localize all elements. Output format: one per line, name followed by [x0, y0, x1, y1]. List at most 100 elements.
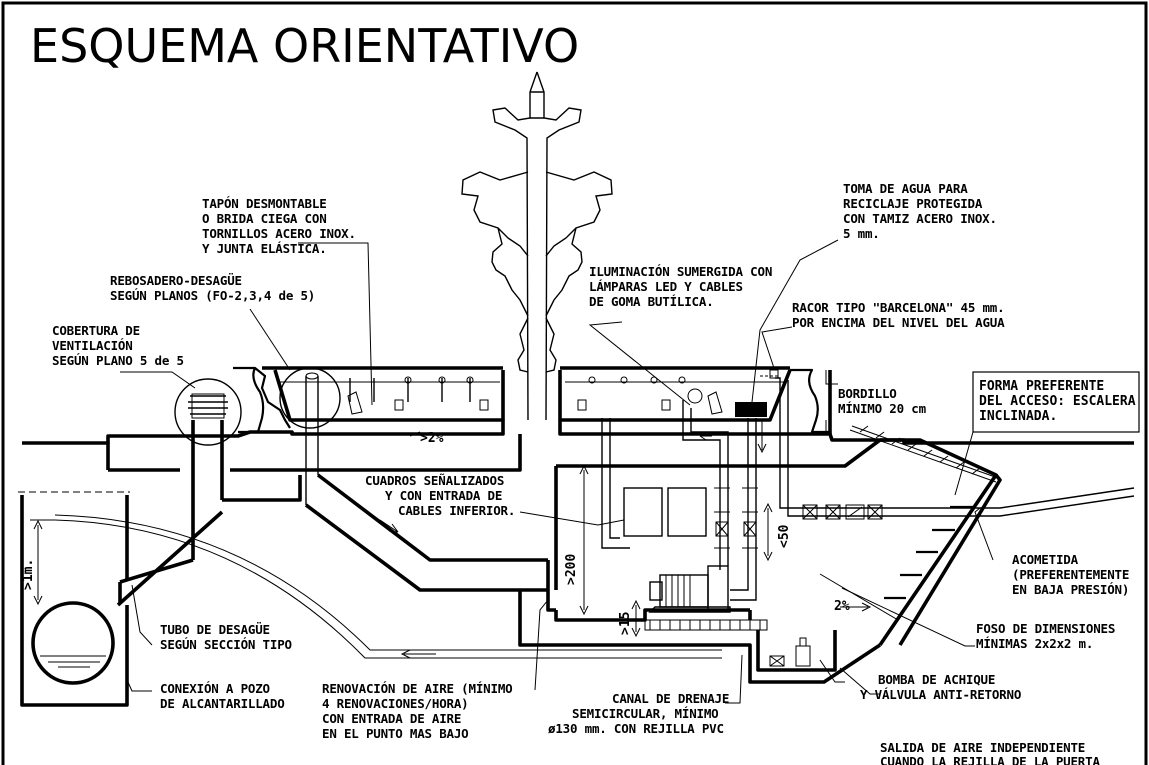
- label-toma: TOMA DE AGUA PARA RECICLAJE PROTEGIDA CO…: [843, 181, 997, 241]
- rebosadero-line-2: SEGÚN PLANOS (FO-2,3,4 de 5): [110, 288, 315, 303]
- filter-screen: [735, 402, 767, 417]
- fountain-basin: [22, 366, 1134, 472]
- label-salida: SALIDA DE AIRE INDEPENDIENTE CUANDO LA R…: [880, 740, 1101, 765]
- svg-text:TORNILLOS ACERO INOX.: TORNILLOS ACERO INOX.: [202, 226, 356, 241]
- dim-50: <50: [777, 524, 792, 548]
- svg-text:SALIDA DE AIRE INDEPENDIENTE: SALIDA DE AIRE INDEPENDIENTE: [880, 740, 1085, 755]
- svg-text:4 RENOVACIONES/HORA): 4 RENOVACIONES/HORA): [322, 696, 469, 711]
- label-acometida: ACOMETIDA (PREFERENTEMENTE EN BAJA PRESI…: [1012, 552, 1129, 597]
- svg-text:5 mm.: 5 mm.: [843, 226, 880, 241]
- svg-text:SEMICIRCULAR, MÍNIMO: SEMICIRCULAR, MÍNIMO: [572, 706, 719, 721]
- svg-text:FORMA PREFERENTE: FORMA PREFERENTE: [979, 379, 1104, 394]
- conexion-line-2: DE ALCANTARILLADO: [160, 696, 285, 711]
- svg-text:CON TAMIZ ACERO INOX.: CON TAMIZ ACERO INOX.: [843, 211, 997, 226]
- canal-line-3: ø130 mm. CON REJILLA PVC: [548, 721, 724, 736]
- acometida-line-2: (PREFERENTEMENTE: [1012, 567, 1129, 582]
- label-cuadros: CUADROS SEÑALIZADOS Y CON ENTRADA DE CAB…: [365, 473, 515, 518]
- svg-text:BOMBA DE ACHIQUE: BOMBA DE ACHIQUE: [878, 672, 995, 687]
- label-cobertura: COBERTURA DE VENTILACIÓN SEGÚN PLANO 5 d…: [52, 323, 184, 368]
- forma-line-3: INCLINADA.: [979, 409, 1057, 424]
- svg-text:ILUMINACIÓN SUMERGIDA CON: ILUMINACIÓN SUMERGIDA CON: [589, 264, 772, 279]
- cuadros-line-3: CABLES INFERIOR.: [398, 503, 515, 518]
- foso-line-2: MÍNIMAS 2x2x2 m.: [976, 636, 1093, 651]
- canal-line-2: SEMICIRCULAR, MÍNIMO: [572, 706, 719, 721]
- ventilation-assembly: [174, 367, 341, 560]
- cobertura-line-1: COBERTURA DE: [52, 323, 140, 338]
- iluminacion-line-1: ILUMINACIÓN SUMERGIDA CON: [589, 264, 772, 279]
- svg-text:MÍNIMAS 2x2x2 m.: MÍNIMAS 2x2x2 m.: [976, 636, 1093, 651]
- label-renovacion: RENOVACIÓN DE AIRE (MÍNIMO 4 RENOVACIONE…: [322, 681, 513, 741]
- svg-text:BORDILLO: BORDILLO: [838, 386, 897, 401]
- drain-grating: [644, 619, 768, 631]
- cobertura-line-3: SEGÚN PLANO 5 de 5: [52, 353, 184, 368]
- racor-line-1: RACOR TIPO "BARCELONA" 45 mm.: [792, 300, 1004, 315]
- iluminacion-line-2: LÁMPARAS LED Y CABLES: [589, 279, 743, 294]
- canal-line-1: CANAL DE DRENAJE: [612, 691, 729, 706]
- dim-200: >200: [564, 554, 579, 585]
- bordillo-line-2: MÍNIMO 20 cm: [838, 401, 927, 416]
- acometida-line-1: ACOMETIDA: [1012, 552, 1079, 567]
- drain-pipe: [116, 473, 548, 607]
- toma-line-3: CON TAMIZ ACERO INOX.: [843, 211, 997, 226]
- cuadros-line-2: Y CON ENTRADA DE: [385, 488, 502, 503]
- svg-text:SEGÚN PLANOS (FO-2,3,4 de 5): SEGÚN PLANOS (FO-2,3,4 de 5): [110, 288, 315, 303]
- svg-text:EN EL PUNTO MAS BAJO: EN EL PUNTO MAS BAJO: [322, 726, 469, 741]
- svg-text:RECICLAJE PROTEGIDA: RECICLAJE PROTEGIDA: [843, 196, 983, 211]
- dim-slope-floor: 2%: [834, 599, 850, 614]
- label-bordillo: BORDILLO MÍNIMO 20 cm: [838, 386, 927, 416]
- svg-text:CANAL DE DRENAJE: CANAL DE DRENAJE: [612, 691, 729, 706]
- tubo-line-2: SEGÚN SECCIÓN TIPO: [160, 637, 292, 652]
- renovacion-line-1: RENOVACIÓN DE AIRE (MÍNIMO: [322, 681, 512, 696]
- svg-text:CUANDO LA REJILLA DE LA PUERTA: CUANDO LA REJILLA DE LA PUERTA: [880, 754, 1100, 765]
- svg-text:TOMA DE AGUA PARA: TOMA DE AGUA PARA: [843, 181, 968, 196]
- svg-text:CABLES INFERIOR.: CABLES INFERIOR.: [398, 503, 515, 518]
- bomba-line-1: BOMBA DE ACHIQUE: [878, 672, 995, 687]
- svg-text:SEGÚN PLANO 5 de 5: SEGÚN PLANO 5 de 5: [52, 353, 184, 368]
- sewer-manhole: [18, 491, 722, 707]
- toma-line-1: TOMA DE AGUA PARA: [843, 181, 968, 196]
- label-foso: FOSO DE DIMENSIONES MÍNIMAS 2x2x2 m.: [976, 621, 1115, 651]
- svg-text:LÁMPARAS LED Y CABLES: LÁMPARAS LED Y CABLES: [589, 279, 743, 294]
- svg-text:TUBO DE DESAGÜE: TUBO DE DESAGÜE: [160, 622, 270, 637]
- acometida-line-3: EN BAJA PRESIÓN): [1012, 582, 1129, 597]
- tapon-line-1: TAPÓN DESMONTABLE: [202, 196, 327, 211]
- racor-line-2: POR ENCIMA DEL NIVEL DEL AGUA: [792, 315, 1005, 330]
- forma-line-1: FORMA PREFERENTE: [979, 379, 1104, 394]
- dim-1m: >1m.: [21, 559, 36, 590]
- svg-text:CUADROS SEÑALIZADOS: CUADROS SEÑALIZADOS: [365, 473, 504, 488]
- label-canal: CANAL DE DRENAJE SEMICIRCULAR, MÍNIMO ø1…: [548, 691, 729, 736]
- svg-text:INCLINADA.: INCLINADA.: [979, 409, 1057, 424]
- svg-text:O BRIDA CIEGA CON: O BRIDA CIEGA CON: [202, 211, 327, 226]
- svg-text:RACOR TIPO "BARCELONA" 45 mm.: RACOR TIPO "BARCELONA" 45 mm.: [792, 300, 1004, 315]
- label-bomba: BOMBA DE ACHIQUE Y VÁLVULA ANTI-RETORNO: [860, 672, 1021, 702]
- label-tapon: TAPÓN DESMONTABLE O BRIDA CIEGA CON TORN…: [202, 196, 356, 256]
- renovacion-line-4: EN EL PUNTO MAS BAJO: [322, 726, 469, 741]
- tapon-line-3: TORNILLOS ACERO INOX.: [202, 226, 356, 241]
- pump-room: [518, 400, 881, 684]
- label-rebosadero: REBOSADERO-DESAGÜE SEGÚN PLANOS (FO-2,3,…: [110, 273, 315, 303]
- tapon-line-2: O BRIDA CIEGA CON: [202, 211, 327, 226]
- svg-text:EN BAJA PRESIÓN): EN BAJA PRESIÓN): [1012, 582, 1129, 597]
- svg-text:MÍNIMO 20 cm: MÍNIMO 20 cm: [838, 401, 927, 416]
- svg-text:ø130 mm. CON REJILLA PVC: ø130 mm. CON REJILLA PVC: [548, 721, 724, 736]
- fountain-sculpture: [461, 71, 613, 421]
- svg-text:DE GOMA BUTÍLICA.: DE GOMA BUTÍLICA.: [589, 294, 714, 309]
- water-supply-line: [775, 377, 1135, 520]
- cobertura-line-2: VENTILACIÓN: [52, 338, 133, 353]
- svg-text:DE ALCANTARILLADO: DE ALCANTARILLADO: [160, 696, 285, 711]
- toma-line-4: 5 mm.: [843, 226, 880, 241]
- foso-line-1: FOSO DE DIMENSIONES: [976, 621, 1115, 636]
- page-title: ESQUEMA ORIENTATIVO: [30, 19, 579, 73]
- salida-line-1: SALIDA DE AIRE INDEPENDIENTE: [880, 740, 1085, 755]
- dim-15: >15: [618, 612, 633, 635]
- label-tubo: TUBO DE DESAGÜE SEGÚN SECCIÓN TIPO: [160, 622, 292, 652]
- label-conexion: CONEXIÓN A POZO DE ALCANTARILLADO: [160, 681, 285, 711]
- svg-text:ACOMETIDA: ACOMETIDA: [1012, 552, 1079, 567]
- svg-text:SEGÚN SECCIÓN TIPO: SEGÚN SECCIÓN TIPO: [160, 637, 292, 652]
- salida-line-2: CUANDO LA REJILLA DE LA PUERTA: [880, 754, 1100, 765]
- svg-text:REBOSADERO-DESAGÜE: REBOSADERO-DESAGÜE: [110, 273, 242, 288]
- svg-text:CON ENTRADA DE AIRE: CON ENTRADA DE AIRE: [322, 711, 461, 726]
- control-panel-2: [667, 487, 707, 537]
